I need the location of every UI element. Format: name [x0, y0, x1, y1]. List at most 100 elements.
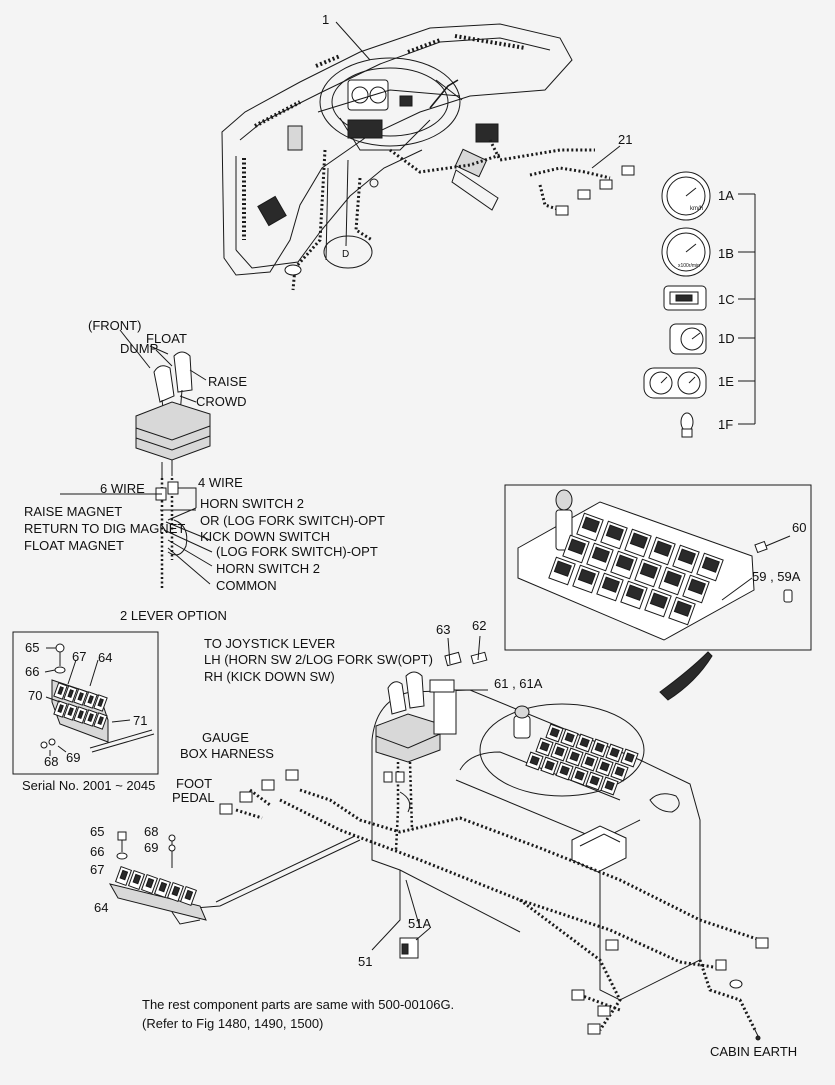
relay-icon: [93, 712, 108, 730]
relay-component-51a: [399, 927, 431, 959]
rocker-switch-icon: [620, 580, 648, 610]
inset-relay-row: [53, 682, 108, 730]
rocker-switch-icon: [596, 572, 624, 602]
relay-icon: [53, 682, 68, 700]
console-switch-icon: [525, 751, 544, 771]
console-switch-icon: [550, 742, 569, 762]
label-4-wire: 4 WIRE: [198, 475, 243, 490]
rocker-switch-grid: [548, 512, 724, 626]
console-switch-icon: [605, 743, 624, 763]
relay-icon: [153, 877, 172, 899]
label-crowd: CROWD: [196, 394, 247, 409]
console-switch-icon: [570, 766, 589, 786]
console-switch-icon: [535, 737, 554, 757]
relay-icon: [93, 694, 108, 712]
main-harness: [194, 769, 769, 1041]
relay-block-inset: [12, 631, 159, 775]
block-callout-68: 68: [144, 824, 158, 839]
console-switch-icon: [595, 757, 614, 777]
label-float-magnet: FLOAT MAGNET: [24, 538, 124, 553]
inset-callout-65: 65: [25, 640, 39, 655]
temperature-gauge-icon: [669, 323, 707, 355]
label-horn-switch-2: HORN SWITCH 2: [200, 496, 304, 511]
callout-1d: 1D: [718, 331, 735, 346]
inset-callout-70: 70: [28, 688, 42, 703]
two-lever-joystick: [60, 329, 213, 590]
callout-60: 60: [792, 520, 806, 535]
callout-59: 59 , 59A: [752, 569, 801, 584]
switch-cap-icon: [754, 540, 768, 554]
gear-d-label: D: [342, 249, 349, 260]
rocker-switch-icon: [644, 588, 672, 618]
rocker-switch-icon: [658, 566, 686, 596]
callout-1f: 1F: [718, 417, 733, 432]
console-switch-icon: [555, 761, 574, 781]
callout-1b: 1B: [718, 246, 734, 261]
console-switch-icon: [610, 762, 629, 782]
rocker-switch-icon: [668, 596, 696, 626]
rocker-switch-icon: [634, 558, 662, 588]
rocker-switch-icon: [682, 574, 710, 604]
console-assembly: [371, 635, 701, 1001]
inset-callout-66: 66: [25, 664, 39, 679]
callout-1c: 1C: [718, 292, 735, 307]
rocker-switch-icon: [600, 520, 628, 550]
switch-panel-detail: 60 59 , 59A: [504, 484, 812, 651]
speedometer-icon: km/h: [661, 171, 711, 221]
block-callout-64: 64: [94, 900, 108, 915]
label-pedal: PEDAL: [172, 790, 215, 805]
fuse-icon: [783, 589, 793, 603]
block-callout-66: 66: [90, 844, 104, 859]
relay-icon: [114, 865, 133, 887]
block-callout-67: 67: [90, 862, 104, 877]
label-to-joystick: TO JOYSTICK LEVER: [204, 636, 335, 651]
dashboard-assembly: D 1 21: [221, 12, 635, 291]
label-6-wire: 6 WIRE: [100, 481, 145, 496]
callout-63: 63: [436, 622, 450, 637]
label-dump: DUMP: [120, 341, 158, 356]
bulb-icon: [680, 412, 694, 438]
hourmeter-icon: [663, 285, 707, 311]
inset-callout-68: 68: [44, 754, 58, 769]
connector-block-icon: [571, 825, 627, 873]
rocker-switch-icon: [696, 552, 724, 582]
label-or-log-fork: OR (LOG FORK SWITCH)-OPT: [200, 513, 385, 528]
relay-icon: [53, 700, 68, 718]
rocker-switch-icon: [548, 556, 576, 586]
relay-row: [114, 865, 198, 907]
rocker-switch-icon: [562, 534, 590, 564]
callout-51a: 51A: [408, 916, 431, 931]
callout-1e: 1E: [718, 374, 734, 389]
footnote-line-2: (Refer to Fig 1480, 1490, 1500): [142, 1016, 323, 1031]
label-log-fork-opt: (LOG FORK SWITCH)-OPT: [216, 544, 378, 559]
callout-21: 21: [618, 132, 632, 147]
label-return-dig-magnet: RETURN TO DIG MAGNET: [24, 521, 185, 536]
gauge-set: km/h 1A x100r/min 1B 1C 1D 1E: [643, 171, 756, 438]
relay-icon: [179, 885, 198, 907]
label-lh: LH (HORN SW 2/LOG FORK SW(OPT): [204, 652, 433, 667]
footnote-line-1: The rest component parts are same with 5…: [142, 997, 454, 1012]
block-callout-65: 65: [90, 824, 104, 839]
tachometer-icon: x100r/min: [661, 227, 711, 277]
console-switch-icon: [565, 747, 584, 767]
label-horn-switch-2b: HORN SWITCH 2: [216, 561, 320, 576]
console-switch-icon: [580, 752, 599, 772]
rocker-switch-icon: [576, 512, 604, 542]
inset-callout-69: 69: [66, 750, 80, 765]
label-foot: FOOT: [176, 776, 212, 791]
rocker-switch-icon: [572, 564, 600, 594]
dual-gauge-icon: [643, 367, 707, 399]
detail-pointer-arrow: [659, 651, 713, 701]
callout-1: 1: [322, 12, 329, 27]
console-switch-icon: [590, 738, 609, 758]
console-switch-grid: [525, 723, 639, 796]
console-switch-icon: [620, 748, 639, 768]
serial-number-note: Serial No. 2001 ~ 2045: [22, 778, 155, 793]
rocker-switch-icon: [672, 544, 700, 574]
label-front: (FRONT): [88, 318, 141, 333]
rotary-knob-icon: [555, 489, 573, 551]
callout-62: 62: [472, 618, 486, 633]
relay-icon: [83, 691, 98, 709]
label-cabin-earth: CABIN EARTH: [710, 1044, 797, 1059]
